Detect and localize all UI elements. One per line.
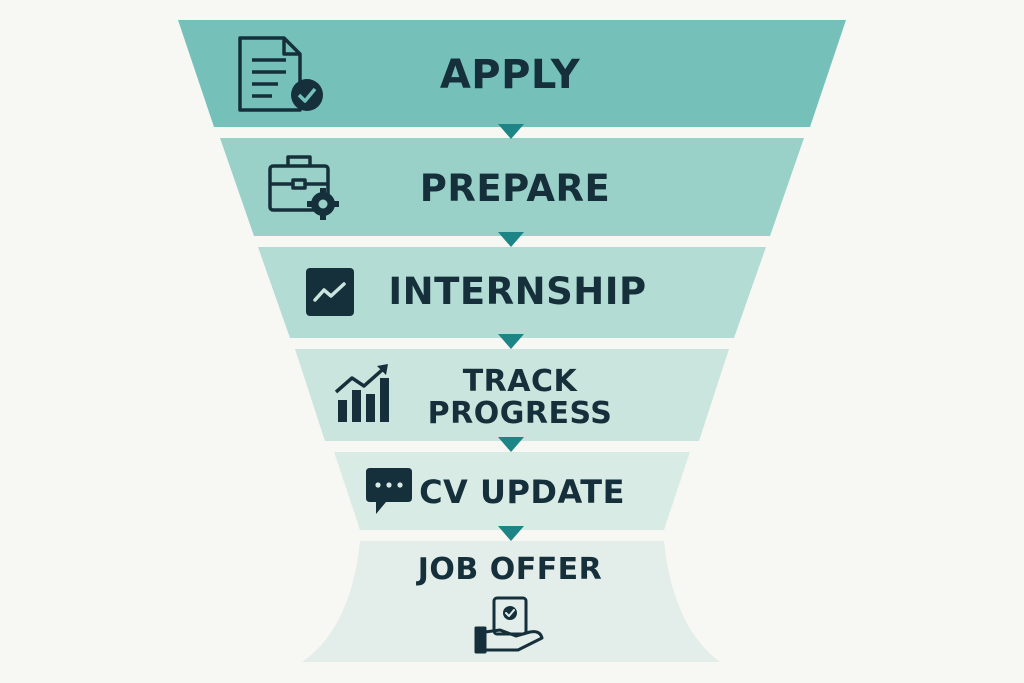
document-check-icon xyxy=(238,36,323,112)
briefcase-gear-icon xyxy=(268,155,339,220)
hand-certificate-icon xyxy=(474,596,544,654)
stage-apply-label: APPLY xyxy=(439,52,581,98)
arrow-1 xyxy=(498,124,524,139)
stage-track-band xyxy=(295,349,729,441)
bar-chart-growth-icon xyxy=(334,364,389,422)
arrow-2 xyxy=(498,232,524,247)
stage-prepare-label: PREPARE xyxy=(419,167,611,210)
stage-job-offer-label: JOB OFFER xyxy=(417,552,603,587)
stage-internship-band xyxy=(258,247,766,338)
arrow-4 xyxy=(498,437,524,452)
stage-apply-band xyxy=(178,20,846,127)
arrow-3 xyxy=(498,334,524,349)
stage-track-progress-label: TRACK PROGRESS xyxy=(427,364,613,431)
arrow-5 xyxy=(498,526,524,541)
chart-checkbox-icon xyxy=(306,268,354,316)
stage-cv-band xyxy=(334,452,690,530)
chat-bubble-icon xyxy=(366,468,412,514)
stage-job-offer-band xyxy=(302,541,720,662)
stage-prepare-band xyxy=(220,138,804,236)
stage-cv-update-label: CV UPDATE xyxy=(419,473,625,511)
stage-internship-label: INTERNSHIP xyxy=(388,270,647,313)
